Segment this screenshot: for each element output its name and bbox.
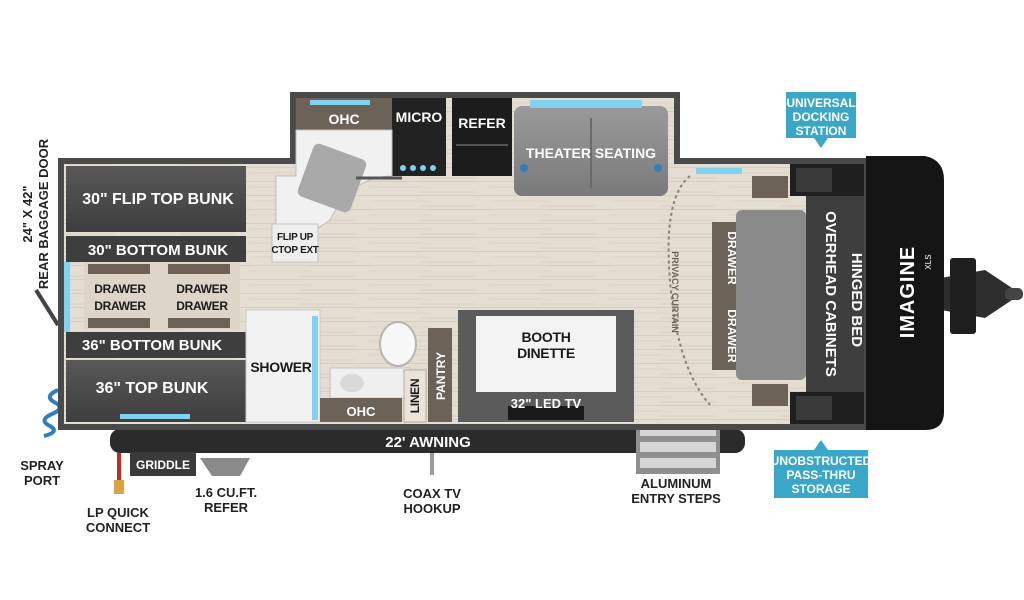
drawer-label-1: DRAWER bbox=[94, 282, 146, 296]
coax-hookup-post bbox=[430, 453, 434, 475]
flip-up-label: FLIP UP bbox=[277, 232, 314, 243]
bed-drawer-label-1: DRAWER bbox=[725, 231, 739, 285]
coax-label-2: HOOKUP bbox=[403, 501, 460, 516]
linen-cabinet bbox=[403, 369, 427, 423]
top-bunk-36 bbox=[66, 360, 246, 422]
shower bbox=[245, 309, 321, 423]
micro-label: MICRO bbox=[396, 109, 443, 125]
brand-suffix: XLS bbox=[924, 254, 933, 269]
linen-label: LINEN bbox=[408, 379, 422, 414]
microwave bbox=[392, 98, 446, 176]
hinged-bed bbox=[736, 210, 806, 380]
bed-drawer-cabinet bbox=[712, 222, 736, 370]
kitchen-sink bbox=[297, 143, 367, 213]
brand-logo: IMAGINE bbox=[897, 246, 919, 339]
flip-up-counter-ext bbox=[271, 223, 319, 263]
svg-text:UNOBSTRUCTED: UNOBSTRUCTED bbox=[771, 454, 872, 468]
bottom-bunk-30-label: 30" BOTTOM BUNK bbox=[88, 242, 228, 259]
steps-label-1: ALUMINUM bbox=[641, 476, 712, 491]
svg-text:STORAGE: STORAGE bbox=[791, 482, 850, 496]
privacy-curtain-label: PRIVACY CURTAIN bbox=[670, 251, 680, 333]
bottom-bunk-36 bbox=[66, 332, 246, 358]
awning-bar bbox=[110, 429, 745, 453]
dinette-label: DINETTE bbox=[517, 345, 575, 361]
overhead-cabinets bbox=[806, 196, 864, 392]
theater-seating-label: THEATER SEATING bbox=[526, 145, 656, 161]
hitch-tongue bbox=[930, 258, 1023, 334]
drawer-label-3: DRAWER bbox=[176, 282, 228, 296]
hinged-bed-label: HINGED BED bbox=[848, 253, 865, 347]
refrigerator bbox=[452, 98, 512, 176]
flip-top-bunk bbox=[66, 166, 246, 232]
svg-text:UNIVERSAL: UNIVERSAL bbox=[786, 96, 855, 110]
svg-text:STATION: STATION bbox=[796, 124, 847, 138]
ext-refer-label-1: 1.6 CU.FT. bbox=[195, 485, 257, 500]
spray-port-label-2: PORT bbox=[24, 473, 60, 488]
rear-door-strut bbox=[34, 288, 60, 327]
pantry bbox=[428, 328, 452, 422]
shower-label: SHOWER bbox=[250, 359, 311, 375]
rear-window-strip bbox=[64, 262, 70, 332]
svg-text:PASS-THRU: PASS-THRU bbox=[786, 468, 855, 482]
booth-label: BOOTH bbox=[521, 329, 570, 345]
lp-connect-line bbox=[117, 453, 121, 483]
led-tv bbox=[508, 406, 584, 420]
svg-text:DOCKING: DOCKING bbox=[793, 110, 850, 124]
rear-door-size: 24" X 42" bbox=[20, 185, 35, 242]
exterior-refer-door bbox=[200, 458, 250, 476]
drawer-label-2: DRAWER bbox=[94, 299, 146, 313]
overhead-cabinets-label: OVERHEAD CABINETS bbox=[822, 211, 839, 377]
ext-refer-label-2: REFER bbox=[204, 500, 249, 515]
refer-label: REFER bbox=[458, 115, 505, 131]
bed-drawer-label-2: DRAWER bbox=[725, 309, 739, 363]
lp-connect-fitting bbox=[114, 480, 124, 494]
top-bunk-36-label: 36" TOP BUNK bbox=[96, 380, 209, 397]
toilet bbox=[379, 321, 417, 367]
bottom-bunk-36-label: 36" BOTTOM BUNK bbox=[82, 337, 222, 354]
griddle-label: GRIDDLE bbox=[136, 458, 190, 472]
bath-ohc bbox=[320, 398, 402, 422]
lp-label-1: LP QUICK bbox=[87, 505, 149, 520]
bath-ohc-label: OHC bbox=[347, 404, 377, 419]
bath-sink bbox=[340, 374, 364, 392]
ctop-ext-label: CTOP EXT bbox=[271, 245, 318, 256]
pantry-label: PANTRY bbox=[434, 352, 448, 400]
front-cap bbox=[866, 156, 944, 430]
universal-docking-badge: UNIVERSAL DOCKING STATION bbox=[786, 92, 856, 148]
spray-port-hose bbox=[42, 388, 62, 438]
coax-label-1: COAX TV bbox=[403, 486, 461, 501]
drawer-label-4: DRAWER bbox=[176, 299, 228, 313]
flip-top-bunk-label: 30" FLIP TOP BUNK bbox=[82, 191, 234, 208]
awning-label: 22' AWNING bbox=[385, 434, 471, 451]
rear-door-label: REAR BAGGAGE DOOR bbox=[36, 138, 51, 289]
pass-thru-storage-badge: UNOBSTRUCTED PASS-THRU STORAGE bbox=[771, 440, 872, 498]
lp-label-2: CONNECT bbox=[86, 520, 150, 535]
bottom-bunk-30 bbox=[66, 236, 246, 262]
privacy-curtain bbox=[667, 175, 711, 406]
spray-port-label-1: SPRAY bbox=[20, 458, 64, 473]
kitchen-ohc-label: OHC bbox=[328, 111, 359, 127]
led-tv-label: 32" LED TV bbox=[511, 396, 582, 411]
griddle-box bbox=[130, 452, 196, 476]
steps-label-2: ENTRY STEPS bbox=[631, 491, 721, 506]
